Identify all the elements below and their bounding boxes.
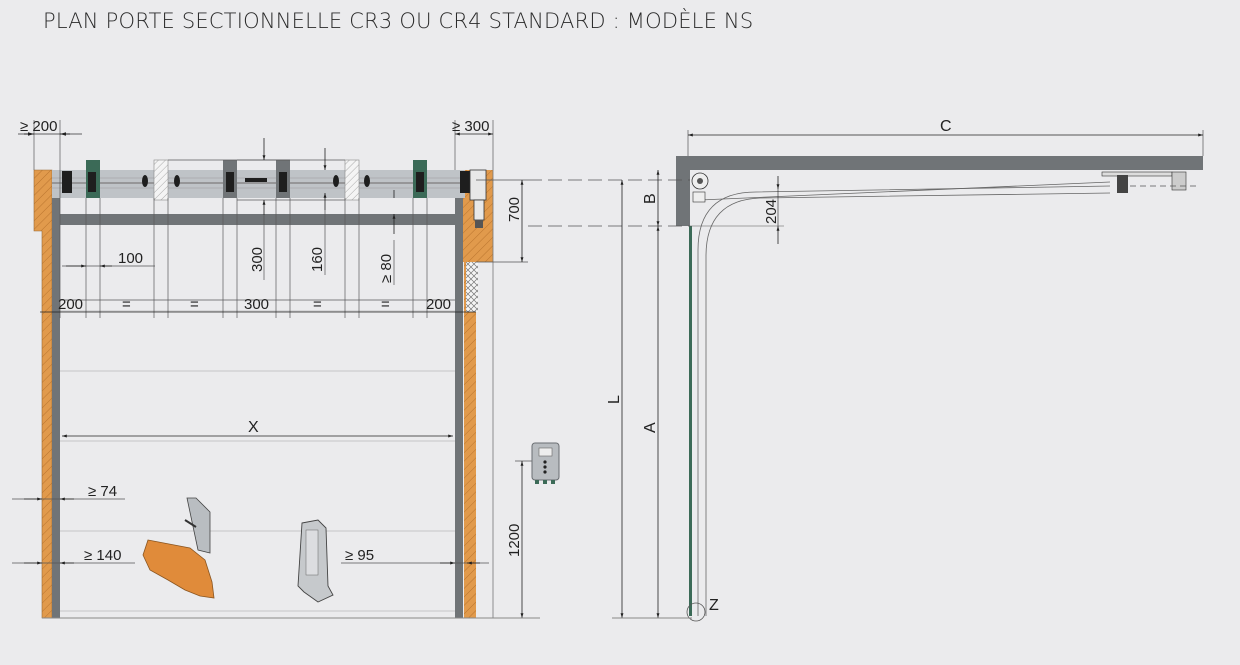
bottom-dimension-chain: 200 = = 300 = = 200 [58, 296, 451, 313]
motor-operator-icon [142, 497, 215, 599]
front-view: ≥ 200 ≥ 300 300 160 ≥ 80 700 100 200 [12, 118, 560, 619]
ceiling-beam [676, 156, 1203, 170]
panel-joints [60, 310, 455, 612]
label-depth: C [940, 118, 952, 135]
side-view: Z C B L A 204 [528, 118, 1204, 622]
page-title: PLAN PORTE SECTIONNELLE CR3 OU CR4 STAND… [43, 9, 754, 33]
label-left-clearance: ≥ 200 [20, 118, 57, 135]
label-opening-width: X [248, 419, 259, 436]
label-min-headroom: ≥ 80 [378, 254, 395, 283]
top-rail [60, 214, 455, 225]
label-spring-spacing: 100 [118, 250, 143, 267]
label-min-left-side-1: ≥ 74 [88, 483, 117, 500]
tracks [697, 181, 1111, 616]
left-wall [33, 169, 53, 619]
label-control-box-height: 1200 [506, 524, 523, 557]
shaft-components [62, 171, 470, 193]
left-jamb [52, 192, 60, 618]
spring-anchor-2 [344, 159, 360, 201]
label-shaft-height: 300 [249, 247, 266, 272]
label-min-right-side: ≥ 95 [345, 547, 374, 564]
motor-unit [469, 169, 487, 228]
label-right-clearance: ≥ 300 [452, 118, 489, 135]
label-motor-height: 700 [506, 197, 523, 222]
svg-text:300: 300 [244, 296, 269, 313]
spring-anchor-1 [153, 159, 169, 201]
svg-text:200: 200 [58, 296, 83, 313]
label-shaft-offset: 160 [309, 247, 326, 272]
operator-rail-end [1101, 171, 1200, 193]
door-bracket-icon [297, 519, 334, 603]
torsion-shaft-band [52, 170, 465, 198]
svg-text:=: = [313, 296, 322, 313]
svg-text:=: = [190, 296, 199, 313]
label-opening-height: A [642, 422, 659, 433]
control-box-icon [531, 442, 560, 484]
svg-text:200: 200 [426, 296, 451, 313]
reference-dashes [528, 179, 690, 227]
svg-text:=: = [122, 296, 131, 313]
svg-text:=: = [381, 296, 390, 313]
label-detail-marker: Z [709, 597, 719, 614]
label-rail-offset: 204 [763, 199, 780, 224]
right-wall [463, 170, 494, 618]
right-jamb [455, 180, 463, 618]
lintel [676, 156, 690, 226]
door-panel-side [689, 226, 692, 616]
label-total-height: L [606, 395, 623, 404]
construction-lines [33, 120, 494, 318]
detail-z-circle [686, 602, 706, 622]
label-min-left-side-2: ≥ 140 [84, 547, 121, 564]
label-header: B [642, 193, 659, 204]
